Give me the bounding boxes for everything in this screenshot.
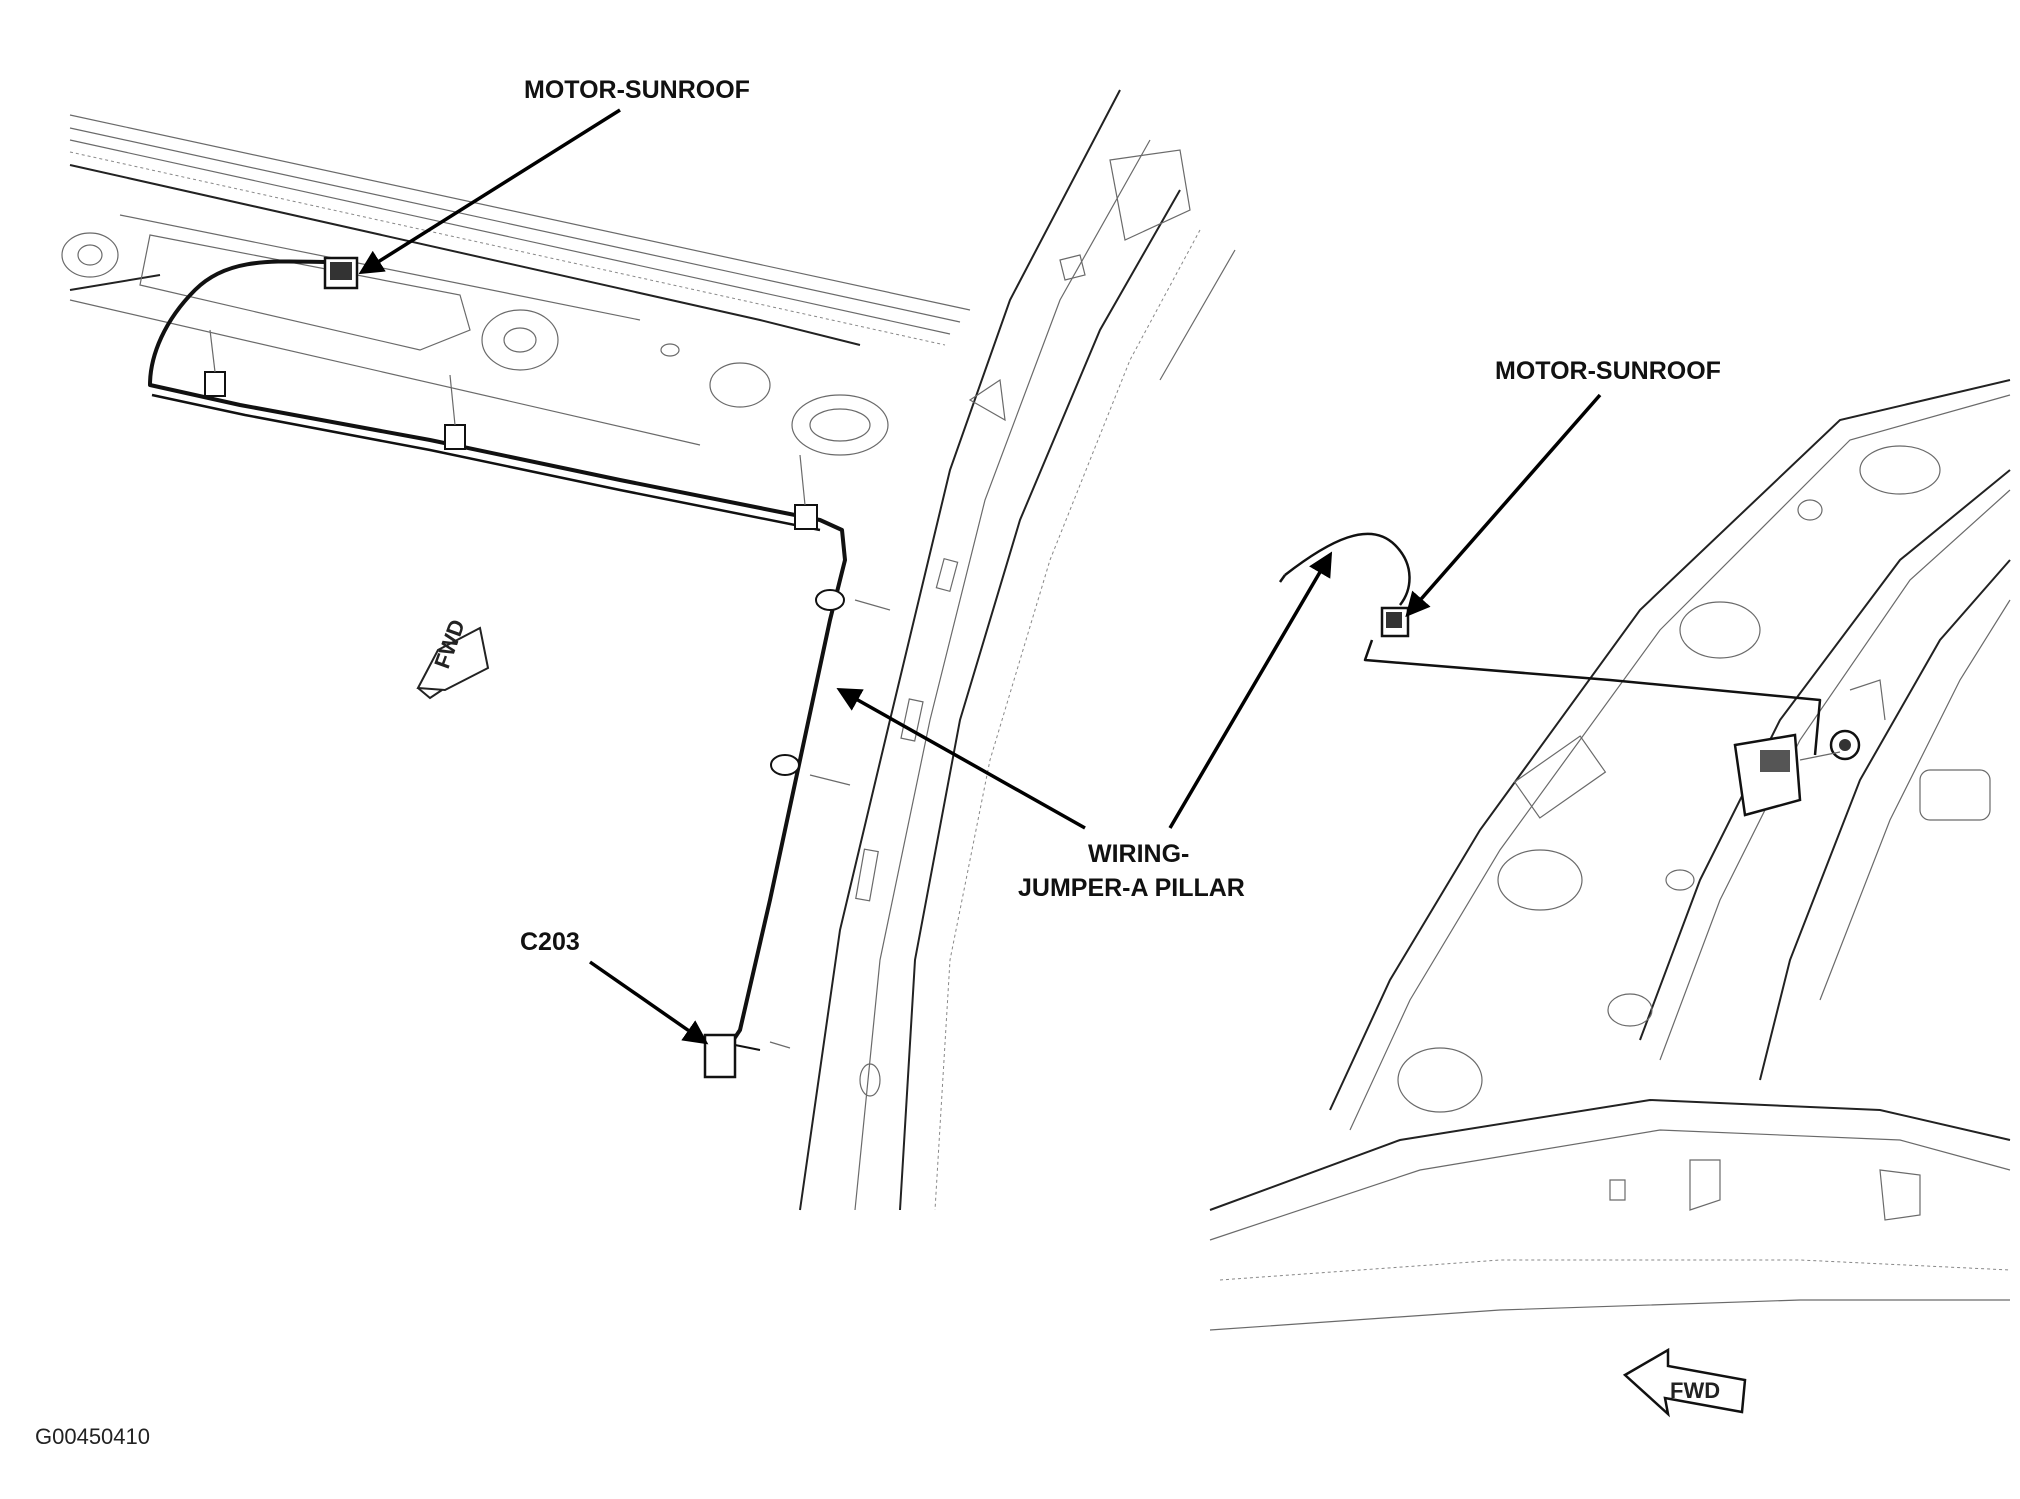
label-motor-sunroof-right: MOTOR-SUNROOF (1495, 357, 1721, 385)
label-wiring-line1: WIRING- (1088, 840, 1189, 868)
fwd-arrow-right-label: FWD (1670, 1378, 1720, 1403)
fwd-arrow-left: FWD (416, 616, 490, 700)
sunroof-motor-connector-left (323, 256, 359, 290)
wiring-jumper-a-pillar-left (148, 256, 891, 1079)
label-wiring-line2: JUMPER-A PILLAR (1018, 874, 1245, 902)
right-view-roof-structure: FWD (1209, 379, 2011, 1418)
label-motor-sunroof-left: MOTOR-SUNROOF (524, 76, 750, 104)
sunroof-motor-connector-right (1380, 606, 1410, 638)
callout-labels: MOTOR-SUNROOF MOTOR-SUNROOF WIRING- JUMP… (35, 76, 1721, 1449)
left-view-roof-structure: FWD (61, 89, 1236, 1211)
fwd-arrow-right: FWD (1622, 1347, 1747, 1418)
leader-lines (358, 108, 1602, 1045)
connector-c203 (703, 1033, 761, 1079)
figure-id: G00450410 (35, 1424, 150, 1449)
fwd-arrow-left-label: FWD (429, 616, 470, 672)
sunroof-motor-right (1733, 679, 1886, 817)
label-c203: C203 (520, 928, 580, 956)
wiring-jumper-a-pillar-right (1278, 532, 1822, 756)
